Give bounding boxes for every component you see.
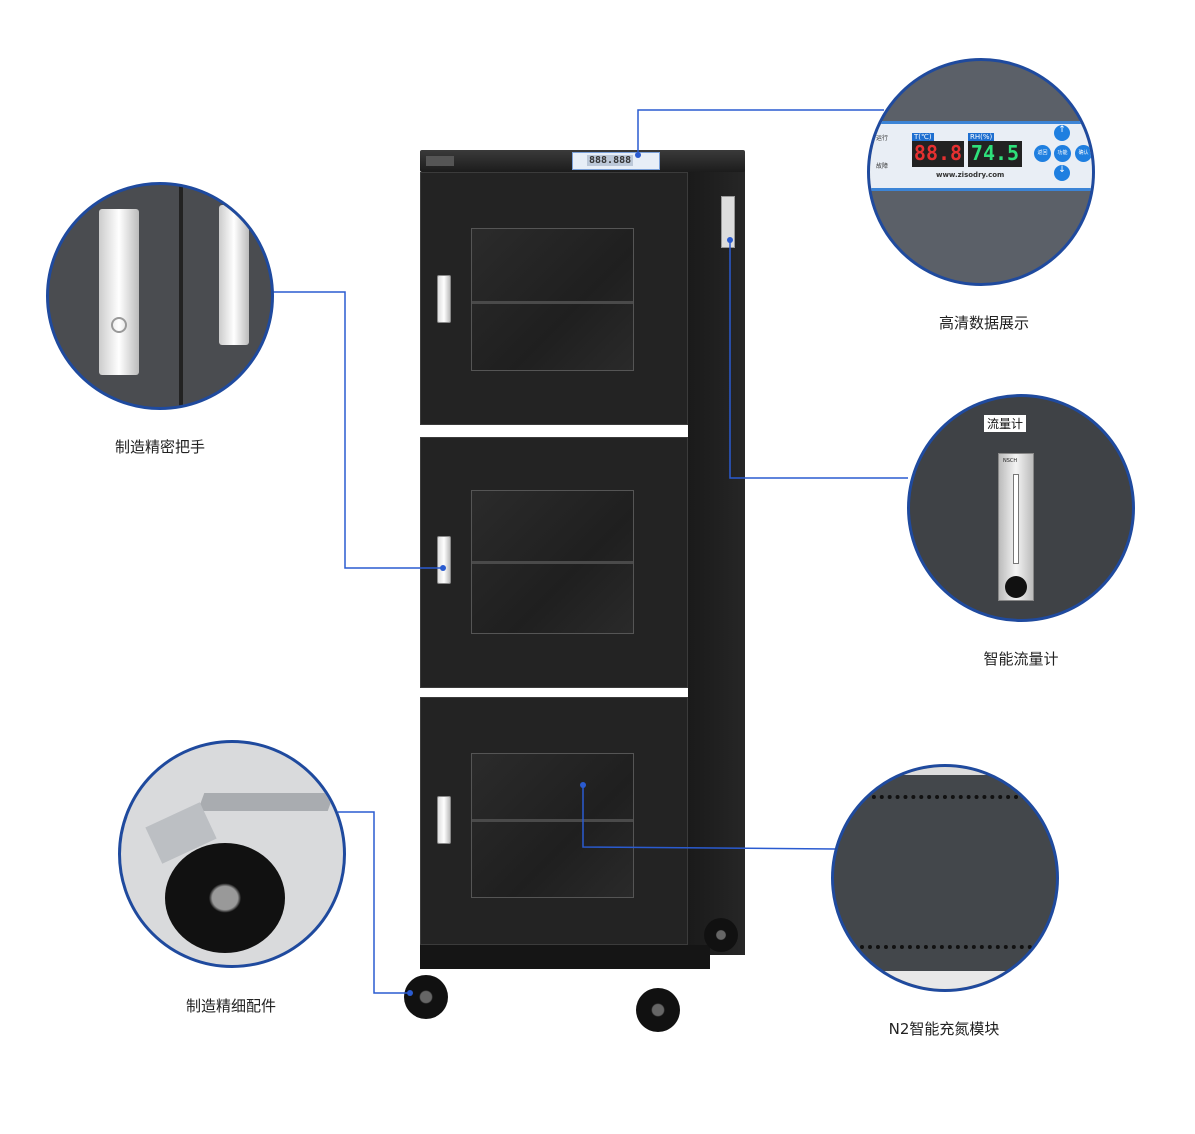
flowmeter-brand: NSCH: [1003, 458, 1018, 464]
caster-wheel: [636, 988, 680, 1032]
status-run: 运行: [876, 135, 889, 142]
cabinet-side: [688, 160, 745, 955]
door-window: [471, 753, 634, 898]
rh-label: RH(%): [968, 133, 995, 141]
flowmeter-mini: [721, 196, 735, 248]
caster-wheel: [404, 975, 448, 1019]
feature-label: 制造精细配件: [185, 997, 277, 1015]
cabinet-door-middle[interactable]: [420, 437, 688, 688]
caster-image: [165, 843, 285, 953]
temp-readout: 88.8: [912, 141, 964, 167]
door-handle[interactable]: [437, 275, 451, 323]
feature-label: 高清数据展示: [938, 314, 1030, 332]
website-text: www.zisodry.com: [936, 171, 1005, 179]
caster-detail-circle: [118, 740, 346, 968]
cabinet-door-top[interactable]: [420, 172, 688, 425]
door-window: [471, 228, 634, 371]
handle-image: [99, 209, 139, 375]
display-detail-circle: 运行 故障 T(℃) 88.8 RH(%) 74.5 www.zisodry.c…: [867, 58, 1095, 286]
handle-detail-circle: [46, 182, 274, 410]
door-handle[interactable]: [437, 796, 451, 844]
flowmeter-tag: 流量计: [984, 415, 1027, 432]
feature-label: N2智能充氮模块: [888, 1020, 1000, 1038]
n2-module-detail-circle: [831, 764, 1059, 992]
function-button[interactable]: 功能: [1054, 145, 1071, 162]
caster-wheel: [704, 918, 738, 952]
temp-label: T(℃): [912, 133, 934, 141]
confirm-button[interactable]: 确认: [1075, 145, 1092, 162]
flowmeter-detail-circle: 流量计 NSCH: [907, 394, 1135, 622]
rh-readout: 74.5: [968, 141, 1022, 167]
cabinet-door-bottom[interactable]: [420, 697, 688, 945]
cabinet-base: [420, 945, 710, 969]
feature-label: 智能流量计: [983, 650, 1059, 668]
brand-logo: [426, 156, 454, 166]
door-handle[interactable]: [437, 536, 451, 584]
flowmeter-knob: [1005, 576, 1027, 598]
up-arrow-icon[interactable]: ↑: [1054, 125, 1070, 141]
door-window: [471, 490, 634, 634]
back-button[interactable]: 返回: [1034, 145, 1051, 162]
feature-label: 制造精密把手: [114, 438, 206, 456]
down-arrow-icon[interactable]: ↓: [1054, 165, 1070, 181]
status-fault: 故障: [876, 163, 889, 170]
